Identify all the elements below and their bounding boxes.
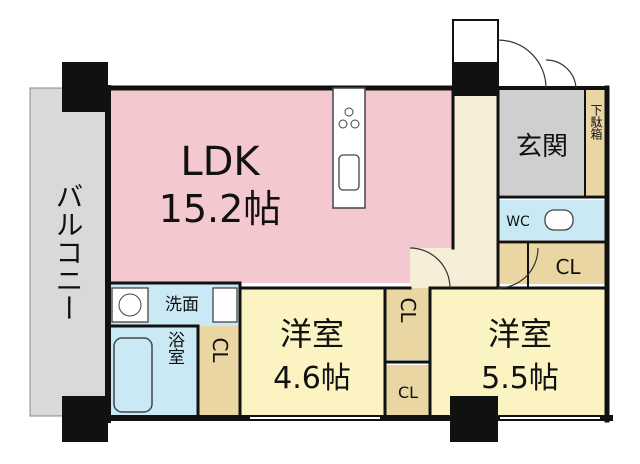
ldk-size: 15.2帖 xyxy=(159,187,282,231)
entrance-door-swing-2 xyxy=(545,59,577,89)
closet-hall-label: CL xyxy=(555,255,581,279)
hall-area xyxy=(453,88,498,248)
column-top-right xyxy=(452,62,498,96)
washing-machine-drum xyxy=(118,293,142,317)
shoe-box-area xyxy=(585,88,607,195)
wash-basin xyxy=(212,287,238,323)
entrance-door-swing xyxy=(497,39,547,89)
toilet xyxy=(544,209,574,231)
washing-machine xyxy=(111,287,149,323)
closet-bath-area xyxy=(198,326,240,418)
closet-mid-lower-label: CL xyxy=(398,383,418,402)
stove-burner xyxy=(350,119,360,129)
column-bottom-left xyxy=(62,396,108,442)
door-swing xyxy=(409,247,451,289)
sink xyxy=(338,154,360,191)
balcony-area xyxy=(29,87,109,417)
stove-burner xyxy=(344,107,354,117)
hall-lower-area xyxy=(410,248,498,288)
column-bottom-right xyxy=(450,396,498,442)
column-top-left xyxy=(62,62,108,112)
wc-label: WC xyxy=(506,214,530,230)
ldk-label: LDK xyxy=(180,139,261,185)
closet-mid-lower-area xyxy=(385,365,430,418)
western-room-2-label: 洋室 xyxy=(488,315,552,353)
western-room-2-size: 5.5帖 xyxy=(481,361,559,396)
western-room-1-area xyxy=(240,288,385,418)
closet-mid-upper-area xyxy=(385,288,430,360)
entrance-label: 玄関 xyxy=(516,132,568,162)
closet-hall-area xyxy=(528,244,607,284)
hall-closet-small xyxy=(498,244,528,284)
closet-mid-upper-label: CL xyxy=(396,297,420,323)
bathtub xyxy=(113,337,153,413)
ldk-area xyxy=(108,88,453,283)
western-room-1-label: 洋室 xyxy=(280,315,344,353)
entrance-area xyxy=(498,88,585,195)
washroom-label: 洗面 xyxy=(165,295,199,315)
shoe-box-label: 下駄箱 xyxy=(589,104,603,140)
stove-burner xyxy=(338,119,348,129)
door-swing xyxy=(497,247,539,289)
bath-label: 浴室 xyxy=(164,331,185,365)
closet-bath-label: CL xyxy=(208,337,232,363)
western-room-1-size: 4.6帖 xyxy=(273,361,351,396)
balcony-label: バルコニー xyxy=(52,182,85,322)
